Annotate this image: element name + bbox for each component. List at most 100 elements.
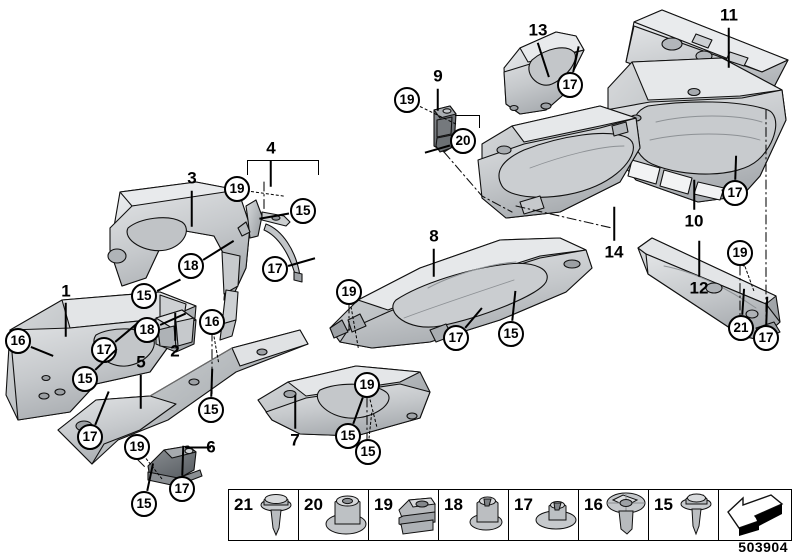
part-number-11: 11 (720, 5, 738, 25)
callout-17[interactable]: 17 (753, 325, 779, 351)
drawing-number: 503904 (738, 539, 788, 555)
part-leader-line (537, 42, 550, 78)
callout-19[interactable]: 19 (727, 240, 753, 266)
legend-19[interactable]: 19 (369, 490, 439, 540)
callout-leader-line (213, 336, 220, 362)
part-number-5: 5 (136, 352, 146, 372)
washer-nut-icon (535, 490, 578, 540)
part-number-10: 10 (684, 211, 704, 231)
part-number-3: 3 (187, 168, 197, 188)
callout-leader-line (511, 290, 517, 321)
callout-16[interactable]: 16 (199, 309, 225, 335)
callout-leader-line (424, 144, 450, 154)
callout-leader-line (350, 306, 360, 348)
callout-leader-line (94, 391, 110, 426)
alignment-lines (137, 109, 767, 469)
callout-leader-line (159, 312, 186, 326)
callout-leader-line (202, 239, 234, 260)
callout-17[interactable]: 17 (77, 424, 103, 450)
legend-18[interactable]: 18 (439, 490, 509, 540)
legend-16[interactable]: 16 (579, 490, 649, 540)
legend-number: 21 (234, 495, 253, 514)
callout-17[interactable]: 17 (443, 325, 469, 351)
expanding-rivet-icon (605, 490, 648, 540)
legend-number: 17 (514, 495, 533, 514)
part-14-shape (477, 105, 641, 219)
part-leader-line (693, 179, 695, 210)
part-12-shape (637, 237, 781, 341)
callout-19[interactable]: 19 (224, 176, 250, 202)
part-number-4: 4 (266, 138, 276, 158)
legend-number: 16 (584, 495, 603, 514)
callout-15[interactable]: 15 (72, 366, 98, 392)
callout-15[interactable]: 15 (131, 283, 157, 309)
callout-leader-line (352, 397, 364, 424)
hex-nut-icon (465, 490, 508, 540)
callout-19[interactable]: 19 (394, 87, 420, 113)
callout-leader-line (572, 46, 580, 73)
flange-bolt-icon (255, 490, 298, 540)
callout-leader-line (744, 266, 755, 292)
part-number-2: 2 (170, 341, 180, 361)
part-leader-line (433, 248, 435, 277)
callout-17[interactable]: 17 (262, 256, 288, 282)
callout-19[interactable]: 19 (336, 279, 362, 305)
callout-leader-line (250, 190, 284, 197)
legend-number: 15 (654, 495, 673, 514)
part-leader-line (437, 88, 439, 111)
hardware-legend: 21 20 19 18 17 16 15 (228, 489, 792, 541)
callout-19[interactable]: 19 (124, 434, 150, 460)
callout-15[interactable]: 15 (131, 491, 157, 517)
callout-20[interactable]: 20 (450, 128, 476, 154)
part-number-6: 6 (206, 437, 216, 457)
callout-17[interactable]: 17 (169, 476, 195, 502)
callout-leader-line (145, 458, 163, 480)
callout-15[interactable]: 15 (198, 397, 224, 423)
callout-leader-line (741, 288, 745, 315)
part-leader-line (294, 394, 296, 429)
flange-nut-icon (325, 490, 368, 540)
part-leader-line (140, 374, 142, 409)
part-9-bracket (455, 115, 480, 128)
callout-15[interactable]: 15 (290, 198, 316, 224)
callout-18[interactable]: 18 (134, 317, 160, 343)
legend-number: 19 (374, 495, 393, 514)
callout-leader-line (146, 463, 154, 492)
callout-leader-line (156, 278, 181, 292)
part-10-shape (605, 57, 787, 203)
callout-leader-line (464, 307, 483, 329)
legend-21[interactable]: 21 (229, 490, 299, 540)
callout-leader-line (181, 445, 185, 476)
callout-leader-line (368, 412, 373, 439)
legend-17[interactable]: 17 (509, 490, 579, 540)
part-number-7: 7 (290, 430, 300, 450)
callout-17[interactable]: 17 (722, 180, 748, 206)
push-pin-icon (675, 490, 718, 540)
part-leader-line (191, 190, 193, 227)
part-11-shape (625, 9, 789, 111)
callout-leader-line (288, 257, 316, 267)
part-4-bracket (247, 160, 319, 175)
legend-15[interactable]: 15 (649, 490, 719, 540)
clip-nut-icon (395, 490, 438, 540)
part-number-8: 8 (429, 226, 439, 246)
part-number-14: 14 (604, 242, 624, 262)
part-leader-line (185, 447, 211, 449)
callout-21[interactable]: 21 (728, 315, 754, 341)
callout-leader-line (259, 213, 290, 221)
callout-15[interactable]: 15 (355, 439, 381, 465)
callout-15[interactable]: 15 (498, 321, 524, 347)
direction-arrow-icon (719, 490, 791, 540)
legend-20[interactable]: 20 (299, 490, 369, 540)
legend-number: 18 (444, 495, 463, 514)
callout-19[interactable]: 19 (354, 372, 380, 398)
legend-arrow[interactable] (719, 490, 791, 540)
callout-16[interactable]: 16 (5, 328, 31, 354)
part-number-13: 13 (528, 20, 548, 40)
callout-18[interactable]: 18 (178, 253, 204, 279)
legend-number: 20 (304, 495, 323, 514)
callout-17[interactable]: 17 (557, 72, 583, 98)
callout-leader-line (30, 346, 54, 357)
